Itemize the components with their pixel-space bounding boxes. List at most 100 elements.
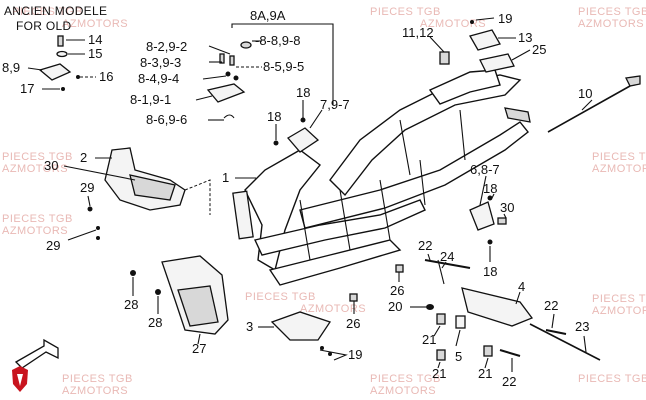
leader-21b: [437, 361, 441, 369]
frame-cross-member: [459, 109, 466, 161]
bolt-part: [229, 55, 235, 66]
part-label-797: 7,9-7: [320, 97, 350, 112]
watermark-text: AZMOTORS: [420, 18, 486, 30]
part-label-8a9a: 8A,9A: [250, 8, 286, 23]
leader-89: [27, 67, 43, 71]
footrest-bracket-part: [38, 63, 72, 81]
part-label-30b: 30: [500, 200, 514, 215]
bolt-24-part: [437, 259, 445, 285]
mudguard-inner-part: [177, 285, 219, 327]
clip-part: [223, 114, 235, 119]
part-label-26b: 26: [346, 316, 360, 331]
arrow-shape: [14, 338, 59, 369]
watermark-text: PIECES TGB: [592, 293, 646, 305]
watermark-text: AZMOTORS: [592, 305, 646, 317]
part-label-2: 2: [80, 150, 87, 165]
watermark-text: PIECES TGB: [592, 151, 646, 163]
bracket-7-part: [287, 127, 320, 153]
part-label-25: 25: [532, 42, 546, 57]
frame-upper-tube: [329, 74, 522, 197]
part-label-1112: 11,12: [402, 25, 434, 40]
watermark-layer: PIECES TGB AZMOTORS PIECES TGB AZMOTORS …: [2, 6, 646, 397]
part-label-8898: -8-8,9-8: [255, 33, 301, 48]
watermark-text: AZMOTORS: [578, 18, 644, 30]
part-label-4: 4: [518, 279, 525, 294]
leader-10: [581, 99, 593, 111]
bolt-29-part: [96, 226, 100, 230]
bolt-18-part: [300, 117, 306, 123]
bolt-19-part: [320, 346, 324, 350]
bolt-18-part: [487, 239, 493, 245]
leader-27: [197, 333, 201, 345]
right-top-parts: 11,12 19 13 25: [402, 11, 546, 73]
leader-8191: [195, 95, 213, 101]
washer-20-part: [426, 304, 434, 310]
part-label-3: 3: [246, 319, 253, 334]
dash-guide: [184, 179, 211, 215]
part-label-13: 13: [518, 30, 532, 45]
part-label-8494: 8-4,9-4: [138, 71, 179, 86]
leader-1112: [429, 36, 445, 53]
bolt-19-part: [328, 352, 332, 356]
bolt-22-part: [545, 329, 567, 335]
part-label-8696: 8-6,9-6: [146, 112, 187, 127]
hanger-4-part: [461, 287, 534, 327]
bushing-21-part: [483, 345, 493, 357]
part-label-89: 8,9: [2, 60, 20, 75]
frame-cross-member: [419, 159, 426, 206]
cable-part-10: 10: [547, 75, 641, 133]
leader-18c: [491, 193, 495, 199]
bushing-5-part: [455, 315, 466, 329]
engine-hanger-parts: 22 24 20 4 22 21 5 21 21 22 23: [388, 238, 601, 389]
leader-25: [511, 49, 531, 61]
part-label-18a: 18: [296, 85, 310, 100]
leader-8494: [202, 75, 227, 80]
pin-part: [61, 87, 65, 91]
part-label-15: 15: [88, 46, 102, 61]
shield-logo-icon: [12, 366, 28, 392]
part-label-10: 10: [578, 86, 592, 101]
watermark-text: PIECES TGB: [578, 6, 646, 18]
clip-30-part: [497, 217, 507, 225]
logo-mark: [17, 374, 23, 386]
watermark-text: PIECES TGB: [12, 6, 83, 18]
rear-shock-mount-part: [504, 107, 531, 123]
part-label-26a: 26: [390, 283, 404, 298]
center-top-parts: 18 7,9-7 18: [267, 85, 350, 153]
left-bracket-assembly: 2 30 29 29: [44, 147, 211, 253]
watermark-text: AZMOTORS: [592, 163, 646, 175]
inset-parts: 8-2,9-2 -8-8,9-8 8-3,9-3 8-5,9-5 8-4,9-4…: [130, 33, 304, 127]
part-label-23: 23: [575, 319, 589, 334]
frame-floor-tube: [253, 199, 426, 256]
cable-line: [547, 85, 631, 133]
part-label-21c: 21: [478, 366, 492, 381]
leader-29b: [67, 229, 97, 241]
bolt-22-part: [499, 349, 521, 357]
leader-22a: [427, 253, 431, 261]
mudguard-assembly: 28 28 27: [124, 255, 229, 356]
nut-part: [225, 71, 231, 77]
part-label-8292: 8-2,9-2: [146, 39, 187, 54]
nut-26-part: [349, 293, 358, 302]
watermark-text: AZMOTORS: [2, 225, 68, 237]
header-line1: ANCIEN MODELE: [4, 4, 107, 18]
leader-21c: [484, 357, 489, 369]
nut-part: [233, 75, 239, 81]
frame-cross-member: [299, 199, 311, 261]
bottom-bracket-assembly: 3 19: [246, 311, 362, 362]
part-label-16: 16: [99, 69, 113, 84]
bolt-28-part: [155, 289, 161, 295]
leader-29a: [87, 195, 91, 207]
part-label-18d: 18: [483, 264, 497, 279]
watermark-text: AZMOTORS: [300, 303, 366, 315]
bracket-30-part: [129, 174, 176, 201]
watermark-text: PIECES TGB: [245, 291, 316, 303]
frame-cross-member: [379, 179, 391, 241]
bolt-22-part: [424, 259, 471, 269]
watermark-text: PIECES TGB: [370, 6, 441, 18]
bolt-18-part: [487, 195, 493, 201]
part-label-22c: 22: [502, 374, 516, 389]
inset-8a9a: 8A,9A: [231, 8, 334, 105]
